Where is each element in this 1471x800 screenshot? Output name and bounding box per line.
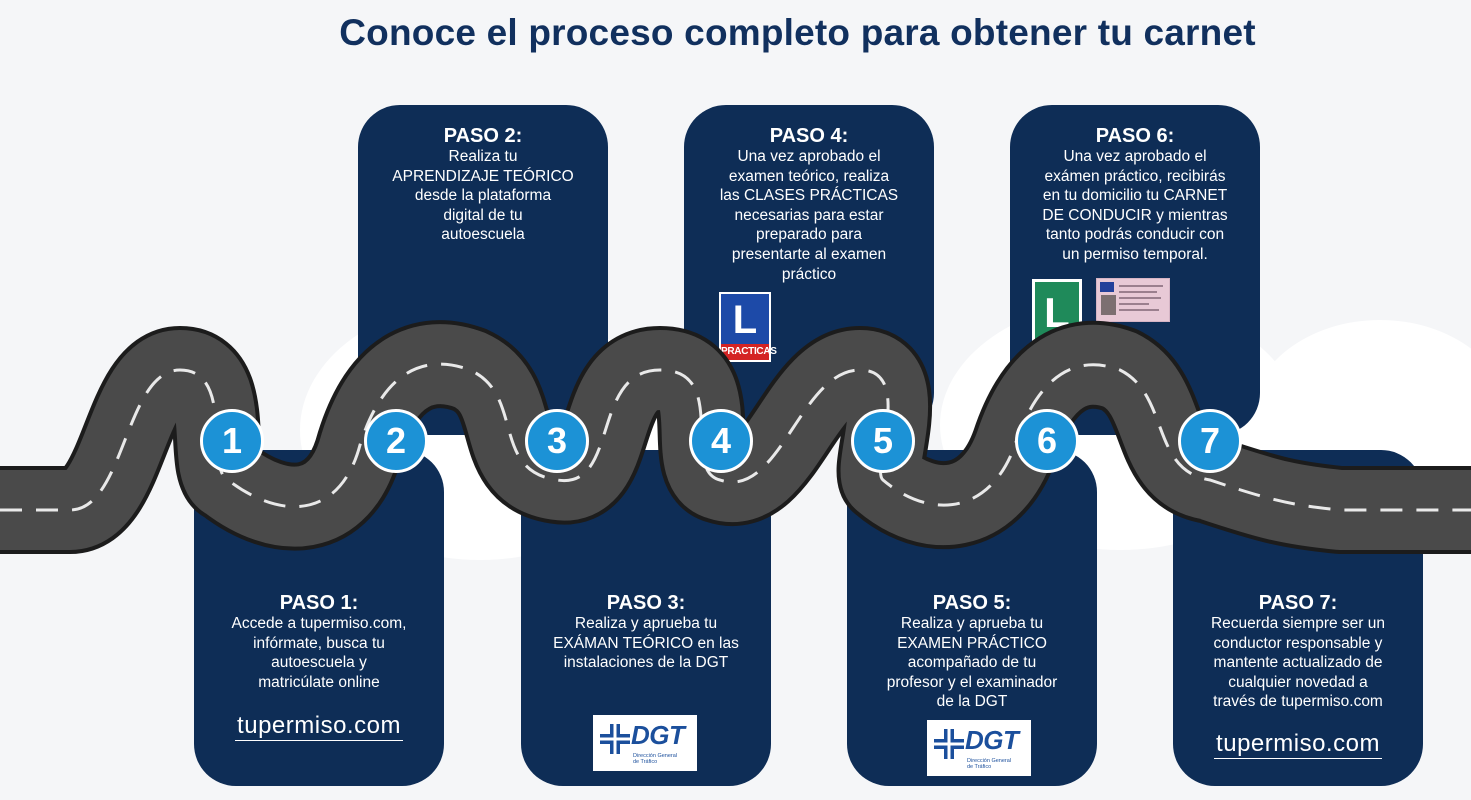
step-6-title: PASO 6:: [1095, 125, 1175, 147]
tupermiso-logo-text: tupermiso.com: [235, 712, 403, 741]
step-7-text: PASO 7: Recuerda siempre ser un conducto…: [1189, 592, 1407, 712]
l-plate-letter: L: [732, 298, 758, 342]
step-4-text: PASO 4: Una vez aprobado el examen teóri…: [700, 125, 918, 284]
step-3-badge: 3: [525, 409, 589, 473]
step-2-badge: 2: [364, 409, 428, 473]
step-1-badge: 1: [200, 409, 264, 473]
l-plate-practicas-icon: L PRACTICAS: [719, 292, 777, 362]
dgt-cross-icon: [934, 729, 964, 759]
dgt-logo-subtitle: Dirección General de Tráfico: [967, 758, 1012, 770]
step-7-title: PASO 7:: [1258, 592, 1338, 614]
step-4-badge: 4: [689, 409, 753, 473]
step-6-text: PASO 6: Una vez aprobado el exámen práct…: [1026, 125, 1244, 265]
step-1-description: Accede a tupermiso.com, infórmate, busca…: [231, 615, 407, 691]
driving-license-card-icon: [1096, 278, 1170, 322]
step-1-text: PASO 1: Accede a tupermiso.com, infórmat…: [210, 592, 428, 692]
step-3-title: PASO 3:: [606, 592, 686, 614]
step-3-text: PASO 3: Realiza y aprueba tu EXÁMAN TEÓR…: [537, 592, 755, 673]
dgt-logo-text: DGT: [631, 720, 685, 750]
step-6-description: Una vez aprobado el exámen práctico, rec…: [1042, 148, 1228, 263]
step-2-title: PASO 2:: [443, 125, 523, 147]
l-plate-practicas-label: PRACTICAS: [721, 344, 777, 360]
step-5-text: PASO 5: Realiza y aprueba tu EXAMEN PRÁC…: [863, 592, 1081, 712]
step-5-description: Realiza y aprueba tu EXAMEN PRÁCTICO aco…: [886, 615, 1058, 711]
dgt-logo-text: DGT: [965, 725, 1019, 755]
step-5-badge: 5: [851, 409, 915, 473]
step-7-badge: 7: [1178, 409, 1242, 473]
step-6-badge: 6: [1015, 409, 1079, 473]
road-surface: [0, 324, 1471, 550]
dgt-logo-subtitle: Dirección General de Tráfico: [633, 753, 678, 765]
step-2-description: Realiza tu APRENDIZAJE TEÓRICO desde la …: [392, 148, 574, 244]
step-4-description: Una vez aprobado el examen teórico, real…: [719, 148, 899, 283]
step-5-card: PASO 5: Realiza y aprueba tu EXAMEN PRÁC…: [847, 450, 1097, 786]
tupermiso-logo-icon: tupermiso.com: [1173, 730, 1423, 759]
step-2-text: PASO 2: Realiza tu APRENDIZAJE TEÓRICO d…: [374, 125, 592, 245]
page-title: Conoce el proceso completo para obtener …: [339, 12, 1256, 53]
tupermiso-logo-icon: tupermiso.com: [194, 712, 444, 741]
dgt-logo-icon: DGT Dirección General de Tráfico: [593, 715, 697, 771]
dgt-logo-icon: DGT Dirección General de Tráfico: [927, 720, 1031, 776]
step-3-description: Realiza y aprueba tu EXÁMAN TEÓRICO en l…: [553, 615, 739, 672]
tupermiso-logo-text: tupermiso.com: [1214, 730, 1382, 759]
step-5-title: PASO 5:: [932, 592, 1012, 614]
dgt-cross-icon: [600, 724, 630, 754]
step-7-description: Recuerda siempre ser un conductor respon…: [1210, 615, 1386, 711]
step-4-title: PASO 4:: [769, 125, 849, 147]
step-1-title: PASO 1:: [279, 592, 359, 614]
